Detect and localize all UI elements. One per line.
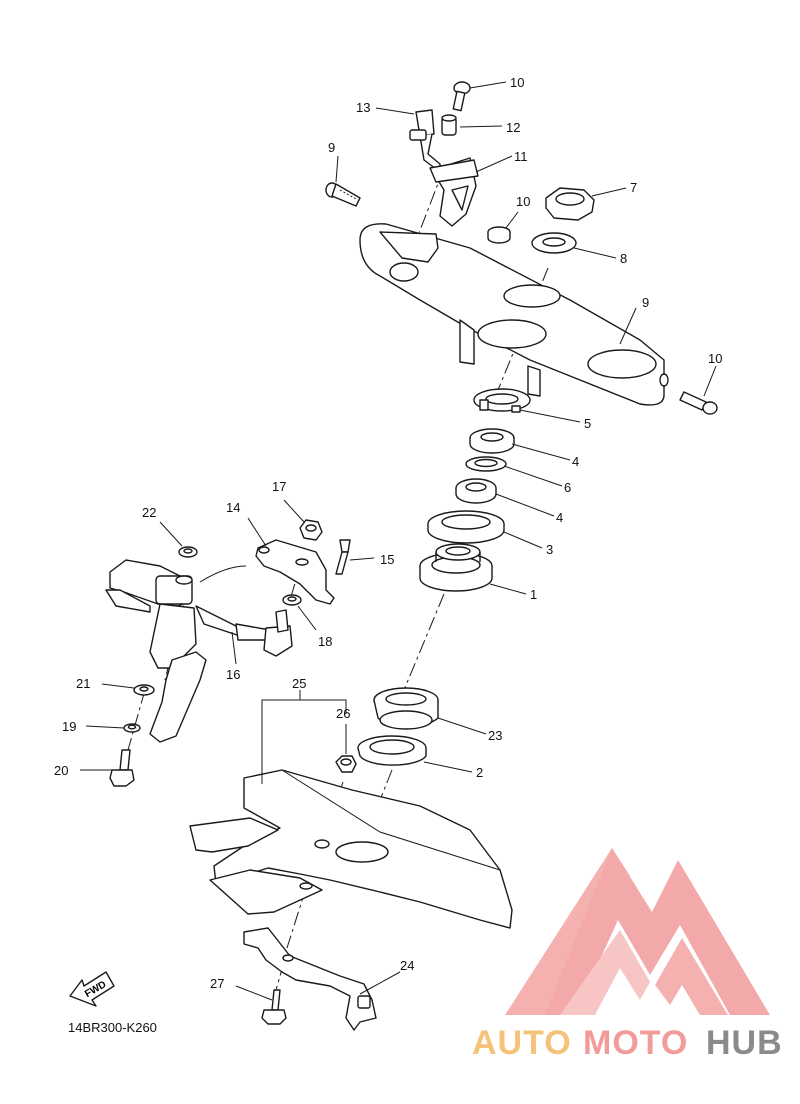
- part-14-collar: [441, 114, 457, 136]
- callout-8: 8: [620, 251, 627, 266]
- callout-29: 27: [210, 976, 224, 991]
- part-10-bolt-left: [325, 182, 361, 207]
- watermark-auto: AUTO: [472, 1024, 572, 1062]
- part-11-cap: [487, 226, 511, 244]
- part-26-bracket: [243, 927, 377, 1031]
- part-4-ring-nut-lower: [455, 478, 497, 504]
- part-27-under-bracket: [189, 769, 513, 929]
- part-7-nut: [545, 187, 595, 221]
- callout-4-lower: 4: [556, 510, 563, 525]
- part-28-nut: [335, 755, 357, 773]
- part-6-washer: [465, 456, 507, 472]
- callout-18: 16: [226, 667, 240, 682]
- part-13-holder: [429, 157, 479, 227]
- callout-22: 20: [54, 763, 68, 778]
- part-21-washer: [123, 723, 141, 733]
- callout-14: 12: [506, 120, 520, 135]
- part-19-nut: [299, 519, 323, 541]
- part-3-seal: [427, 510, 505, 544]
- callout-11: 10: [516, 194, 530, 209]
- part-24-washer: [178, 546, 198, 558]
- watermark-hub: HUB: [706, 1024, 783, 1062]
- part-25-bearing: [373, 687, 439, 730]
- part-2-race: [357, 735, 427, 766]
- callout-6: 6: [564, 480, 571, 495]
- part-1-bearing: [419, 543, 493, 592]
- callout-10-left: 9: [328, 140, 335, 155]
- callout-2: 2: [476, 765, 483, 780]
- leader-lines: [80, 81, 717, 1001]
- part-22-bolt: [109, 749, 135, 787]
- callout-17: 15: [380, 552, 394, 567]
- callout-25: 23: [488, 728, 502, 743]
- callout-24: 22: [142, 505, 156, 520]
- part-4-ring-nut-upper: [469, 428, 515, 454]
- part-18-steering-damper: [105, 559, 293, 743]
- callout-labels: 10 13 12 11 9 10 7 8 9 10 5 4 6 4 3 1 23…: [54, 75, 722, 991]
- part-12-bolt: [452, 81, 471, 112]
- callout-1: 1: [530, 587, 537, 602]
- watermark-logo: [505, 848, 770, 1015]
- part-20-washer: [282, 594, 302, 606]
- diagram-code: 14BR300-K260: [68, 1020, 157, 1035]
- part-9-upper-bracket: [359, 223, 669, 406]
- part-29-bolt: [261, 989, 287, 1025]
- callout-20: 18: [318, 634, 332, 649]
- callout-19: 17: [272, 479, 286, 494]
- part-10-bolt-right: [679, 391, 718, 415]
- callout-28: 26: [336, 706, 350, 721]
- callout-5: 5: [584, 416, 591, 431]
- part-15-bracket: [409, 109, 441, 173]
- callout-15: 13: [356, 100, 370, 115]
- fwd-arrow-icon: FWD: [69, 971, 115, 1007]
- callout-3: 3: [546, 542, 553, 557]
- callout-4-upper: 4: [572, 454, 579, 469]
- part-16-damper-bracket: [255, 539, 335, 605]
- callout-10-right: 10: [708, 351, 722, 366]
- part-17-bolt: [335, 539, 351, 575]
- callout-26: 24: [400, 958, 414, 973]
- callout-21: 19: [62, 719, 76, 734]
- callout-12: 10: [510, 75, 524, 90]
- callout-23: 21: [76, 676, 90, 691]
- callout-7: 7: [630, 180, 637, 195]
- callout-27: 25: [292, 676, 306, 691]
- watermark-moto: MOTO: [583, 1024, 688, 1062]
- part-8-washer: [531, 232, 577, 254]
- part-23-washer: [133, 684, 155, 696]
- watermark-text: AUTO MOTO HUB: [472, 1024, 783, 1062]
- callout-13: 11: [514, 149, 528, 164]
- part-5-lock-washer: [473, 388, 531, 413]
- callout-9: 9: [642, 295, 649, 310]
- callout-16: 14: [226, 500, 240, 515]
